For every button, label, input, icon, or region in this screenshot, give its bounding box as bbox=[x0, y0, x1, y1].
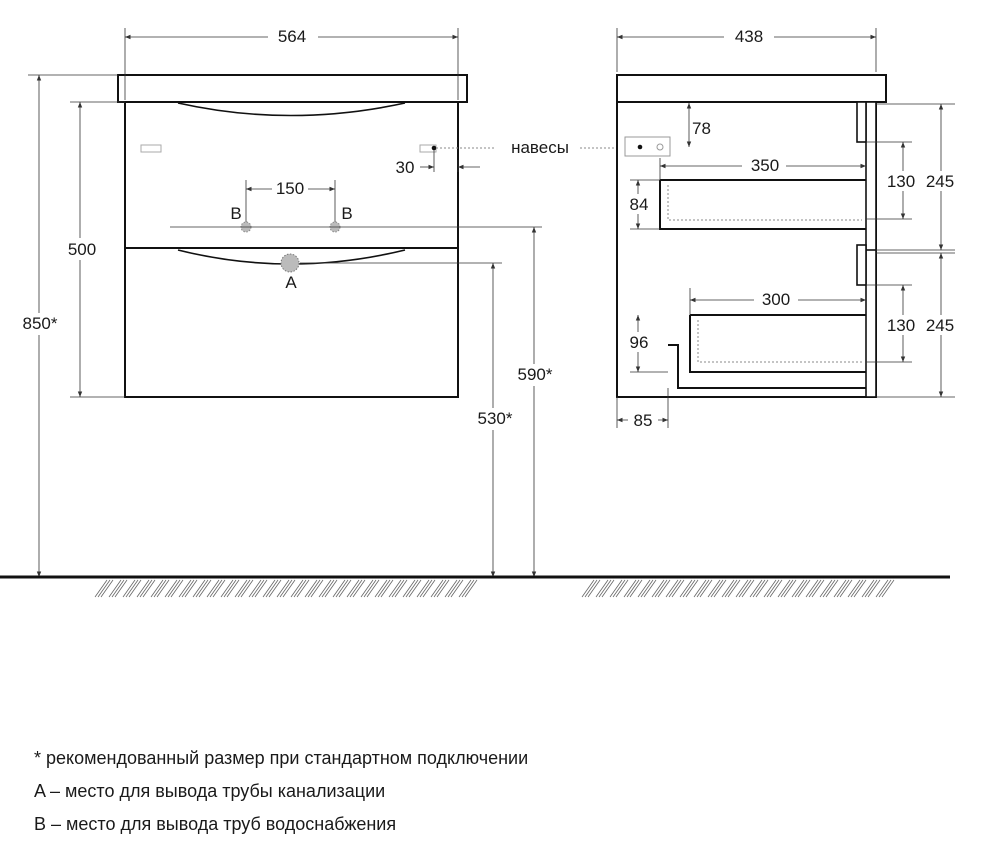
side-countertop bbox=[616, 74, 887, 103]
front-sink-bowl-top bbox=[177, 102, 406, 117]
side-handle-bottom bbox=[856, 244, 867, 286]
floor-hatch-left bbox=[94, 579, 478, 598]
note-line-2: A – место для вывода трубы канализации bbox=[34, 781, 386, 801]
dim-245-bottom-label: 245 bbox=[926, 316, 954, 335]
note-line-1: * рекомендованный размер при стандартном… bbox=[34, 748, 529, 768]
floor-hatch-right bbox=[581, 579, 895, 598]
dim-30-label: 30 bbox=[396, 158, 415, 177]
marker-a: A bbox=[285, 273, 297, 292]
side-hinge-bracket bbox=[624, 136, 671, 157]
note-line-3: B – место для вывода труб водоснабжения bbox=[34, 814, 397, 834]
front-view: 564 850* 500 150 B B A навесы 30 bbox=[16, 25, 625, 577]
front-countertop bbox=[117, 74, 468, 103]
marker-b-left: B bbox=[230, 204, 241, 223]
side-drawer-bottom bbox=[689, 314, 866, 373]
front-hinge-left-icon bbox=[140, 144, 162, 153]
dim-78-label: 78 bbox=[692, 119, 711, 138]
dim-300-label: 300 bbox=[762, 290, 790, 309]
dim-530-label: 530* bbox=[478, 409, 513, 428]
pipe-a-icon bbox=[280, 253, 300, 273]
dim-500-label: 500 bbox=[68, 240, 96, 259]
side-hinge-dot bbox=[637, 144, 643, 150]
dim-96-label: 96 bbox=[630, 333, 649, 352]
dim-150-label: 150 bbox=[276, 179, 304, 198]
notes: * рекомендованный размер при стандартном… bbox=[34, 742, 528, 841]
dim-130-bottom-label: 130 bbox=[887, 316, 915, 335]
dim-438-label: 438 bbox=[735, 27, 763, 46]
dim-564-label: 564 bbox=[278, 27, 306, 46]
side-handle-top bbox=[856, 101, 867, 143]
side-view: 438 78 350 84 130 245 300 bbox=[616, 25, 960, 430]
dim-130-top-label: 130 bbox=[887, 172, 915, 191]
dim-84-label: 84 bbox=[630, 195, 649, 214]
front-hinge-right-dot bbox=[431, 145, 437, 151]
hinge-label: навесы bbox=[511, 138, 569, 157]
front-cabinet-body bbox=[124, 101, 459, 398]
dim-590-label: 590* bbox=[518, 365, 553, 384]
dim-85-label: 85 bbox=[634, 411, 653, 430]
side-siphon-cutout bbox=[668, 344, 866, 389]
marker-b-right: B bbox=[341, 204, 352, 223]
dim-850-label: 850* bbox=[23, 314, 58, 333]
floor bbox=[0, 575, 950, 598]
dim-245-top-label: 245 bbox=[926, 172, 954, 191]
dim-350-label: 350 bbox=[751, 156, 779, 175]
